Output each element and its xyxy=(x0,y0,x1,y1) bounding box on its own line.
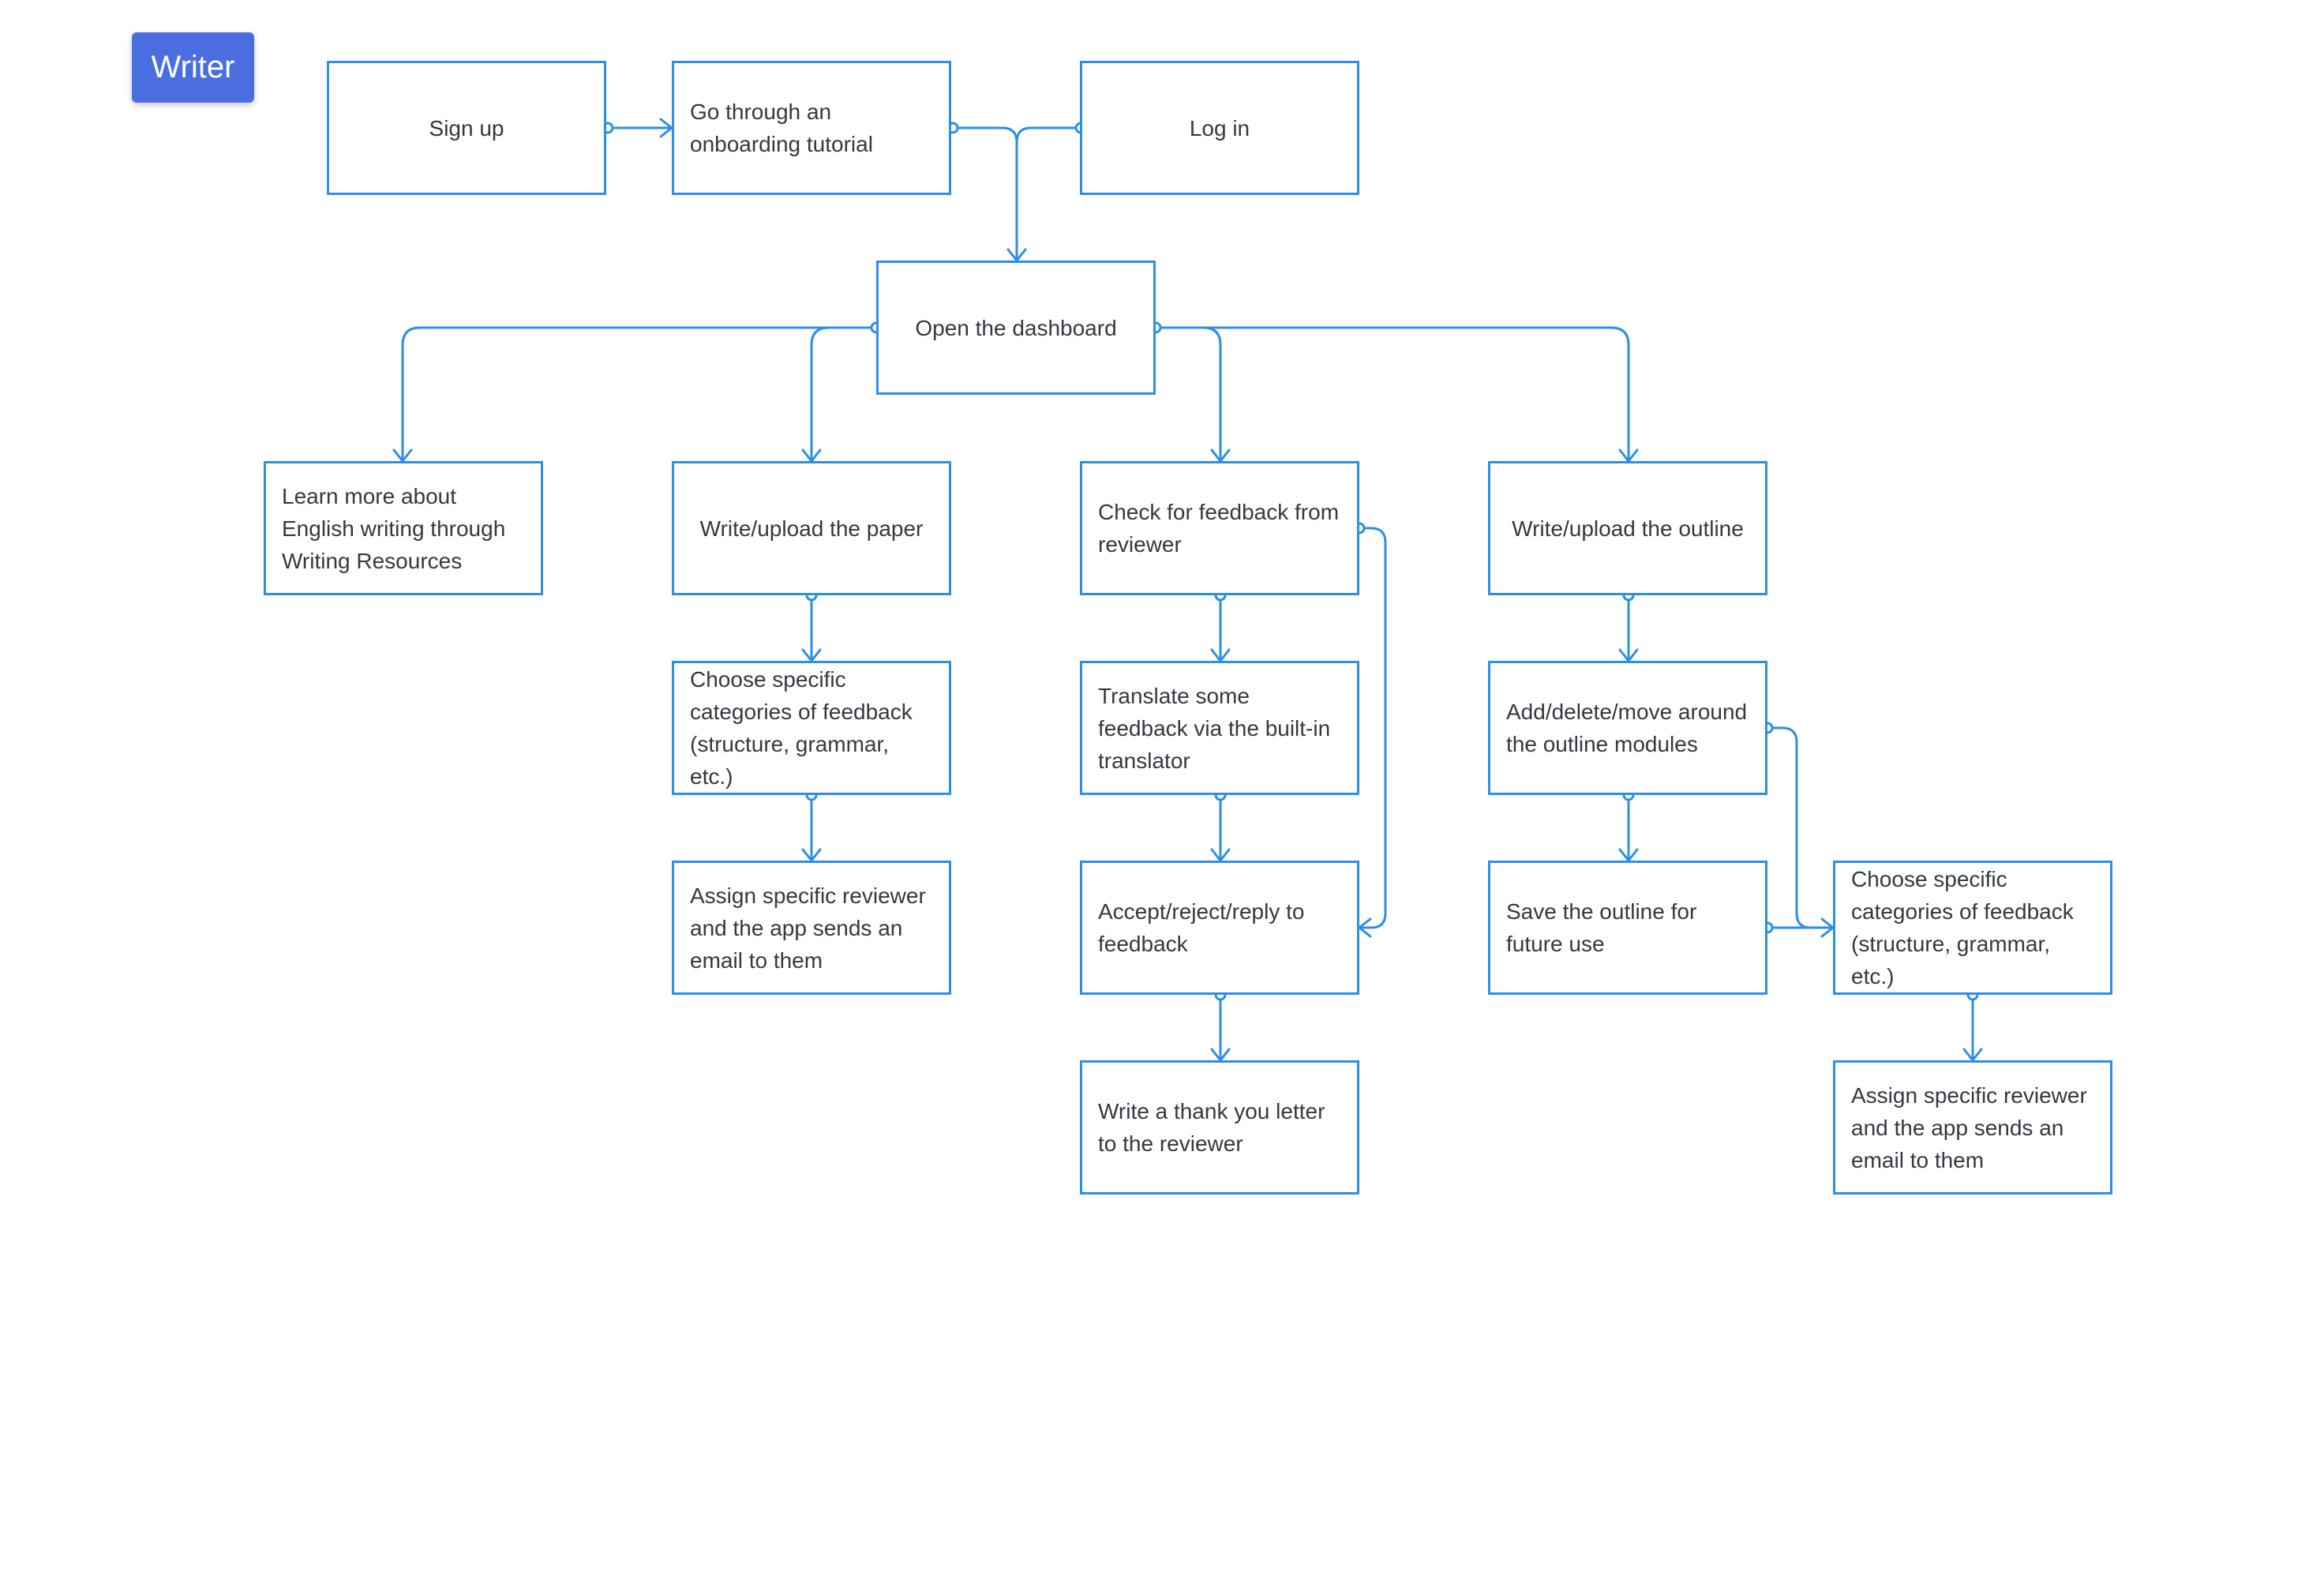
node-save-outline[interactable]: Save the outline for future use xyxy=(1488,861,1767,995)
node-label: Add/delete/move around the outline modul… xyxy=(1506,699,1748,756)
node-label: Write/upload the outline xyxy=(1512,516,1744,541)
node-write-paper[interactable]: Write/upload the paper xyxy=(672,461,951,595)
node-onboarding-tutorial[interactable]: Go through an onboarding tutorial xyxy=(672,61,951,195)
node-paper-feedback-categories[interactable]: Choose specific categories of feedback (… xyxy=(672,661,951,795)
connector-login-dashboard xyxy=(1015,126,1082,144)
node-learn-resources[interactable]: Learn more about English writing through… xyxy=(264,461,543,595)
node-log-in[interactable]: Log in xyxy=(1080,61,1359,195)
node-thank-you-letter[interactable]: Write a thank you letter to the reviewer xyxy=(1080,1060,1359,1195)
node-outline-feedback-categories[interactable]: Choose specific categories of feedback (… xyxy=(1833,861,2112,995)
node-translate-feedback[interactable]: Translate some feedback via the built-in… xyxy=(1080,661,1359,795)
node-label: Assign specific reviewer and the app sen… xyxy=(690,883,926,973)
node-write-outline[interactable]: Write/upload the outline xyxy=(1488,461,1767,595)
node-outline-modules[interactable]: Add/delete/move around the outline modul… xyxy=(1488,661,1767,795)
node-check-feedback[interactable]: Check for feedback from reviewer xyxy=(1080,461,1359,595)
connector-dashboard-outline xyxy=(1154,326,1630,463)
writer-badge: Writer xyxy=(132,32,254,103)
node-label: Go through an onboarding tutorial xyxy=(690,99,873,156)
arrowhead-left xyxy=(1358,917,1372,938)
connector-check-accept xyxy=(1358,527,1387,929)
node-outline-assign-reviewer[interactable]: Assign specific reviewer and the app sen… xyxy=(1833,1060,2112,1195)
node-label: Sign up xyxy=(429,115,504,141)
node-sign-up[interactable]: Sign up xyxy=(327,61,606,195)
node-label: Save the outline for future use xyxy=(1506,899,1697,956)
node-label: Accept/reject/reply to feedback xyxy=(1098,899,1305,956)
node-label: Choose specific categories of feedback (… xyxy=(690,667,913,789)
node-label: Open the dashboard xyxy=(915,315,1117,340)
node-label: Translate some feedback via the built-in… xyxy=(1098,683,1331,773)
node-accept-reject-reply[interactable]: Accept/reject/reply to feedback xyxy=(1080,861,1359,995)
node-label: Assign specific reviewer and the app sen… xyxy=(1851,1082,2087,1172)
node-open-dashboard[interactable]: Open the dashboard xyxy=(876,261,1156,395)
connector-onboarding-dashboard xyxy=(951,126,1018,262)
node-label: Learn more about English writing through… xyxy=(282,483,506,573)
connector-dashboard-check xyxy=(1154,326,1222,463)
connector-dashboard-learn xyxy=(401,326,878,463)
node-label: Log in xyxy=(1189,115,1250,141)
node-paper-assign-reviewer[interactable]: Assign specific reviewer and the app sen… xyxy=(672,861,951,995)
node-label: Choose specific categories of feedback (… xyxy=(1851,867,2074,988)
node-label: Write/upload the paper xyxy=(699,516,924,541)
node-label: Write a thank you letter to the reviewer xyxy=(1098,1099,1325,1156)
connector-dashboard-paper xyxy=(810,326,878,463)
node-label: Check for feedback from reviewer xyxy=(1098,500,1340,557)
connector-modules-categories xyxy=(1766,726,1835,929)
